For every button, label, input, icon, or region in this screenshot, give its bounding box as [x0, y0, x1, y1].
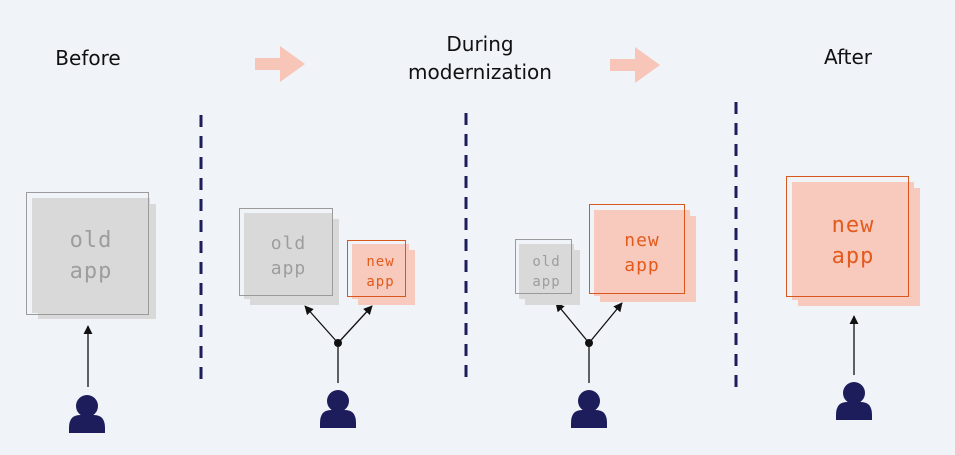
new-app-box: new app	[594, 210, 690, 296]
old-app-box: old app	[32, 198, 150, 313]
stage-label-before: Before	[55, 46, 121, 70]
user-icon	[320, 390, 356, 428]
old-app-label-line1: old	[270, 233, 307, 254]
user-icon	[571, 390, 607, 428]
old-app-label-line2: app	[69, 258, 113, 284]
new-app-label-line1: new	[831, 213, 875, 238]
old-app-label-line1: old	[69, 227, 113, 253]
old-app-label-line2: app	[270, 258, 307, 279]
new-app-label-line2: app	[624, 255, 660, 276]
stage-label-during: During modernization	[380, 30, 580, 86]
new-app-box: new app	[792, 182, 914, 300]
new-app-label-line1: new	[624, 230, 660, 251]
new-app-label-line1: new	[366, 253, 395, 270]
new-app-box: new app	[352, 244, 409, 299]
user-icon	[836, 382, 872, 420]
stage-label-after: After	[823, 45, 873, 69]
new-app-label-line2: app	[366, 273, 395, 290]
new-app-label-line2: app	[831, 244, 875, 269]
old-app-label-line1: old	[532, 253, 561, 270]
old-app-box: old app	[244, 213, 333, 299]
user-icon	[69, 395, 105, 433]
progress-arrow-icon	[255, 46, 305, 82]
old-app-box: old app	[519, 244, 574, 299]
stage-label-during-line1: During	[446, 32, 514, 56]
routing-split-icon	[304, 305, 373, 383]
routing-split-icon	[555, 302, 623, 383]
old-app-label-line2: app	[532, 273, 561, 290]
progress-arrow-icon	[610, 47, 660, 83]
stage-label-during-line2: modernization	[408, 60, 552, 84]
